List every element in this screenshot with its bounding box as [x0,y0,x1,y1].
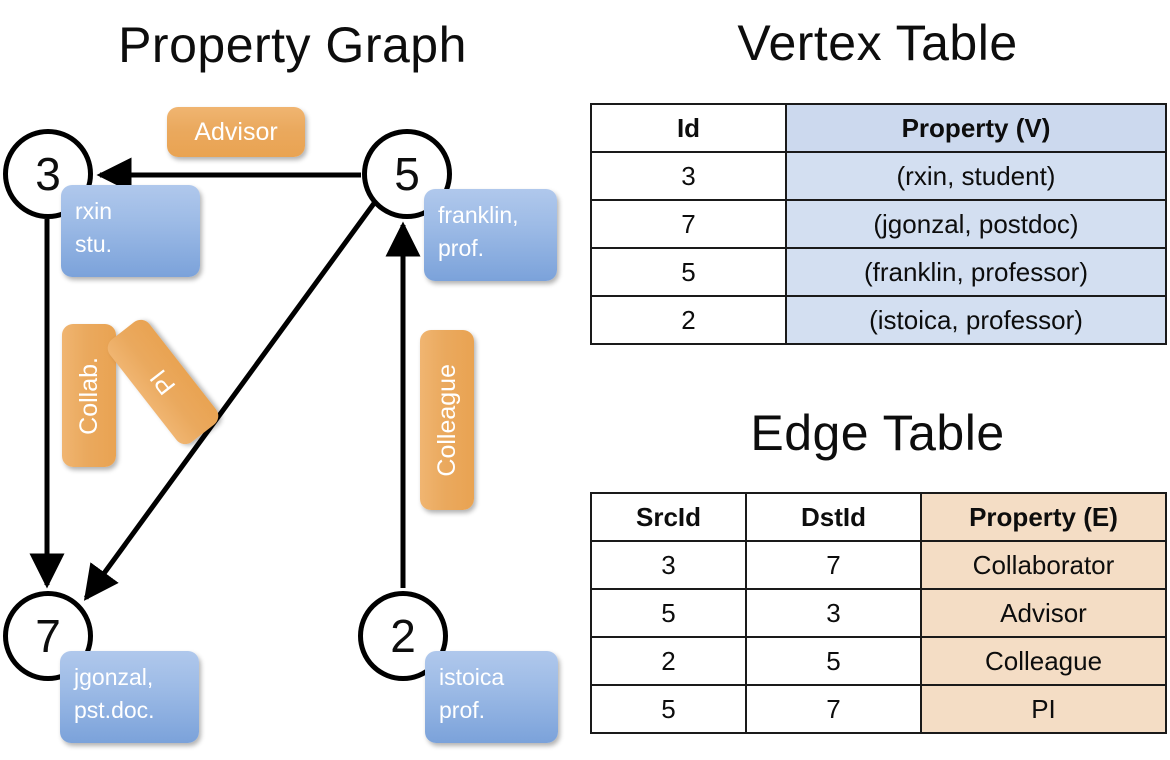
edge-table: SrcId DstId Property (E) 3 7 Collaborato… [590,492,1167,734]
vertex-property-jgonzal-line2: pst.doc. [74,697,155,724]
edge-row-3-property: PI [920,684,1167,734]
vertex-table-header-row: Id Property (V) [590,103,1167,153]
page-title-edge-table: Edge Table [750,405,1005,461]
vertex-property-istoica-line1: istoica [439,664,505,690]
vertex-row-0-property: (rxin, student) [785,151,1167,201]
edge-row-2-dst: 5 [745,636,922,686]
vertex-property-box-istoica[interactable]: istoica prof. [425,651,558,743]
vertex-row-3-id: 2 [590,295,787,345]
page-title-vertex-table: Vertex Table [737,15,1018,71]
graph-node-7-label: 7 [35,610,61,662]
edge-label-pi-text: PI [144,364,181,401]
edge-row-0-src: 3 [590,540,747,590]
edge-5-to-7-pi [83,200,378,601]
edge-label-colleague-text: Colleague [432,363,461,477]
graph-edges-svg [29,157,421,601]
edge-table-col-srcid: SrcId [590,492,747,542]
graph-node-5-label: 5 [394,148,420,200]
edge-row-3-src: 5 [590,684,747,734]
vertex-property-franklin-line2: prof. [438,235,485,262]
edge-label-advisor-text: Advisor [194,117,278,146]
table-row[interactable]: 3 (rxin, student) [590,151,1167,201]
table-row[interactable]: 3 7 Collaborator [590,540,1167,590]
property-graph-diagram: 3 5 7 2 rxin stu. franklin, prof. jgonza… [3,107,558,743]
vertex-property-box-franklin[interactable]: franklin, prof. [424,189,557,281]
vertex-table: Id Property (V) 3 (rxin, student) 7 (jgo… [590,103,1167,345]
vertex-row-0-id: 3 [590,151,787,201]
edge-label-collaborator-text: Collab. [74,356,103,435]
edge-row-3-dst: 7 [745,684,922,734]
table-row[interactable]: 2 (istoica, professor) [590,295,1167,345]
page-title-property-graph: Property Graph [118,17,467,73]
edge-label-box-advisor[interactable]: Advisor [167,107,305,157]
table-row[interactable]: 5 (franklin, professor) [590,247,1167,297]
edge-row-1-property: Advisor [920,588,1167,638]
table-row[interactable]: 5 3 Advisor [590,588,1167,638]
edge-row-0-dst: 7 [745,540,922,590]
vertex-property-rxin-line2: stu. [75,231,113,258]
vertex-property-box-jgonzal[interactable]: jgonzal, pst.doc. [60,651,199,743]
graph-node-3-label: 3 [35,148,61,200]
edge-row-2-property: Colleague [920,636,1167,686]
vertex-row-1-property: (jgonzal, postdoc) [785,199,1167,249]
edge-label-box-colleague[interactable]: Colleague [420,330,474,510]
edge-table-header-row: SrcId DstId Property (E) [590,492,1167,542]
edge-table-col-dstid: DstId [745,492,922,542]
vertex-property-box-rxin[interactable]: rxin stu. [61,185,200,277]
graph-node-2[interactable]: 2 [358,591,448,681]
table-row[interactable]: 5 7 PI [590,684,1167,734]
vertex-property-istoica-line2: prof. [439,697,486,724]
vertex-row-3-property: (istoica, professor) [785,295,1167,345]
graph-node-5[interactable]: 5 [362,129,452,219]
vertex-property-franklin-line1: franklin, [438,202,519,228]
edge-table-col-property: Property (E) [920,492,1167,542]
vertex-row-1-id: 7 [590,199,787,249]
edge-row-0-property: Collaborator [920,540,1167,590]
vertex-row-2-id: 5 [590,247,787,297]
vertex-table-col-property: Property (V) [785,103,1167,153]
vertex-table-col-id: Id [590,103,787,153]
edge-row-2-src: 2 [590,636,747,686]
edge-row-1-src: 5 [590,588,747,638]
graph-node-2-label: 2 [390,610,416,662]
edge-row-1-dst: 3 [745,588,922,638]
vertex-row-2-property: (franklin, professor) [785,247,1167,297]
table-row[interactable]: 7 (jgonzal, postdoc) [590,199,1167,249]
vertex-property-rxin-line1: rxin [75,198,113,224]
vertex-property-jgonzal-line1: jgonzal, [74,664,154,690]
table-row[interactable]: 2 5 Colleague [590,636,1167,686]
